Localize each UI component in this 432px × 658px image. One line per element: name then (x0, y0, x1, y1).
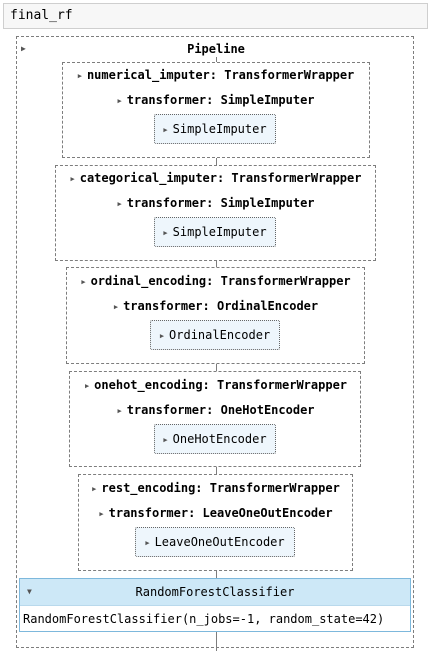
expand-icon[interactable]: ▶ (163, 229, 168, 237)
transformer-label: transformer: OneHotEncoder (126, 403, 315, 417)
wrapper-label: rest_encoding: TransformerWrapper (101, 481, 340, 495)
transformer-label: transformer: OrdinalEncoder (123, 299, 319, 313)
final-estimator-params: RandomForestClassifier(n_jobs=-1, random… (20, 605, 410, 632)
step-onehot-encoding-header[interactable]: ▶ onehot_encoding: TransformerWrapper (0, 377, 432, 394)
expand-icon[interactable]: ▶ (92, 485, 97, 493)
estimator-ordinalencoder[interactable]: ▶ OrdinalEncoder (150, 320, 280, 350)
expand-icon[interactable]: ▶ (77, 72, 82, 80)
estimator-leaveoneoutencoder[interactable]: ▶ LeaveOneOutEncoder (135, 527, 295, 557)
expand-icon[interactable]: ▶ (117, 97, 122, 105)
final-estimator-name: RandomForestClassifier (135, 585, 295, 599)
pipeline-container (16, 36, 414, 648)
transformer-header[interactable]: ▶ transformer: LeaveOneOutEncoder (0, 505, 432, 522)
expand-icon[interactable]: ▶ (81, 278, 86, 286)
expand-icon[interactable]: ▶ (159, 332, 165, 340)
expand-icon[interactable]: ▶ (117, 407, 122, 415)
estimator-label: LeaveOneOutEncoder (154, 535, 285, 549)
code-text: final_rf (10, 8, 73, 23)
transformer-label: transformer: LeaveOneOutEncoder (108, 506, 333, 520)
estimator-label: SimpleImputer (172, 122, 267, 136)
estimator-simpleimputer[interactable]: ▶ SimpleImputer (154, 114, 276, 144)
wrapper-label: categorical_imputer: TransformerWrapper (79, 171, 362, 185)
transformer-header[interactable]: ▶ transformer: SimpleImputer (0, 92, 432, 109)
transformer-header[interactable]: ▶ transformer: SimpleImputer (0, 195, 432, 212)
expand-icon[interactable]: ▶ (99, 510, 104, 518)
pipeline-title[interactable]: Pipeline (187, 42, 245, 56)
expand-icon[interactable]: ▶ (117, 200, 122, 208)
transformer-header[interactable]: ▶ transformer: OneHotEncoder (0, 402, 432, 419)
final-estimator: ▼ RandomForestClassifier RandomForestCla… (19, 578, 411, 632)
final-estimator-header[interactable]: ▼ RandomForestClassifier (20, 579, 410, 605)
collapse-icon[interactable]: ▼ (27, 587, 32, 596)
transformer-label: transformer: SimpleImputer (126, 196, 315, 210)
wrapper-label: ordinal_encoding: TransformerWrapper (90, 274, 351, 288)
estimator-onehotencoder[interactable]: ▶ OneHotEncoder (154, 424, 276, 454)
step-rest-encoding-header[interactable]: ▶ rest_encoding: TransformerWrapper (0, 480, 432, 497)
estimator-simpleimputer[interactable]: ▶ SimpleImputer (154, 217, 276, 247)
step-ordinal-encoding-header[interactable]: ▶ ordinal_encoding: TransformerWrapper (0, 273, 432, 290)
wrapper-label: numerical_imputer: TransformerWrapper (86, 68, 355, 82)
code-cell[interactable]: final_rf (3, 3, 428, 29)
estimator-label: OneHotEncoder (172, 432, 267, 446)
expand-icon[interactable]: ▶ (163, 436, 168, 444)
estimator-label: OrdinalEncoder (169, 328, 271, 342)
step-numerical-imputer-header[interactable]: ▶ numerical_imputer: TransformerWrapper (0, 67, 432, 84)
transformer-label: transformer: SimpleImputer (126, 93, 315, 107)
expand-icon[interactable]: ▶ (163, 126, 168, 134)
expand-icon[interactable]: ▶ (70, 175, 75, 183)
transformer-header[interactable]: ▶ transformer: OrdinalEncoder (0, 298, 432, 315)
pipeline-toggle-icon[interactable]: ▶ (21, 44, 26, 53)
expand-icon[interactable]: ▶ (84, 382, 90, 390)
step-categorical-imputer-header[interactable]: ▶ categorical_imputer: TransformerWrapper (0, 170, 432, 187)
expand-icon[interactable]: ▶ (113, 303, 119, 311)
expand-icon[interactable]: ▶ (145, 539, 150, 547)
estimator-label: SimpleImputer (172, 225, 267, 239)
wrapper-label: onehot_encoding: TransformerWrapper (94, 378, 348, 392)
